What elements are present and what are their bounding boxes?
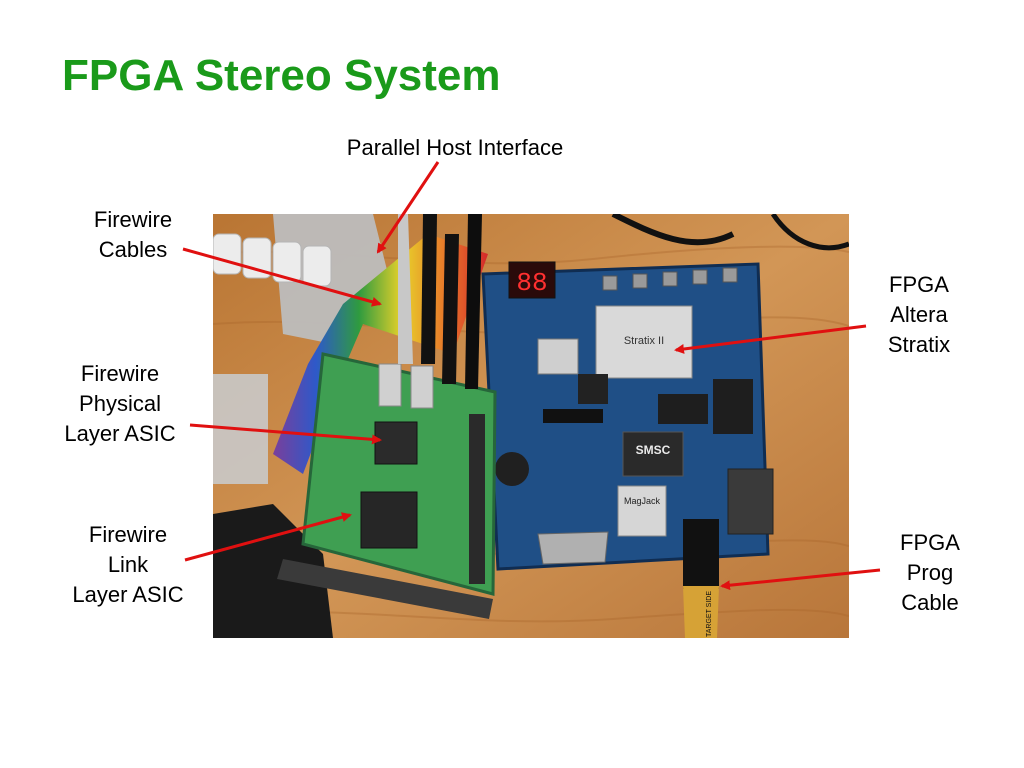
label-line: Firewire: [88, 522, 168, 547]
board-chip: [658, 394, 708, 424]
slide-title: FPGA Stereo System: [62, 51, 501, 100]
firewire-phy-chip: [374, 421, 418, 465]
label-line: Cables: [98, 237, 168, 262]
seven-segment-display: [508, 261, 556, 299]
magjack-connector: [617, 485, 667, 537]
label-line: Altera: [890, 302, 948, 327]
label-fpga-altera-stratix: FPGA Altera Stratix: [866, 270, 972, 360]
db9-connector: [537, 531, 609, 565]
label-fpga-prog-cable: FPGA Prog Cable: [878, 528, 982, 618]
label-line: Layer ASIC: [72, 582, 184, 607]
label-firewire-link-layer-asic: Firewire Link Layer ASIC: [58, 520, 198, 610]
firewire-daughter-board: [277, 352, 497, 619]
label-line: Prog: [906, 560, 954, 585]
label-line: Parallel Host Interface: [346, 135, 564, 160]
fpga-programming-cable: TARGET SIDE: [683, 519, 719, 638]
fpga-chip-label: Stratix II: [624, 335, 664, 347]
buzzer: [495, 452, 529, 486]
grey-ribbon-left: [213, 374, 268, 484]
firewire-link-chip: [360, 491, 418, 549]
label-firewire-physical-layer-asic: Firewire Physical Layer ASIC: [50, 359, 190, 449]
fpga-dev-board: 88 Stratix II SMSC MagJack: [481, 261, 774, 571]
label-line: Firewire: [80, 361, 160, 386]
label-line: Cable: [901, 590, 959, 615]
label-line: Firewire: [93, 207, 173, 232]
board-chip: [543, 409, 603, 423]
label-line: FPGA: [889, 272, 949, 297]
black-cable-right-2: [770, 214, 849, 251]
label-line: FPGA: [900, 530, 960, 555]
label-line: Layer ASIC: [64, 421, 176, 446]
header-pins: [469, 414, 485, 584]
board-chip: [713, 379, 753, 434]
smsc-chip-label: SMSC: [636, 443, 671, 457]
black-cable-right: [611, 214, 735, 246]
label-line: Physical: [79, 391, 161, 416]
magjack-label: MagJack: [624, 496, 661, 506]
hardware-photo: 88 Stratix II SMSC MagJack: [213, 214, 849, 638]
ribbon-connector: [277, 559, 493, 619]
firewire-ports: [378, 363, 434, 409]
smsc-chip: [622, 431, 684, 477]
push-buttons: [602, 267, 738, 291]
display-digits: 88: [516, 268, 547, 298]
label-parallel-host-interface: Parallel Host Interface: [322, 133, 588, 163]
label-line: Link: [107, 552, 149, 577]
db9-connector-right: [727, 468, 774, 535]
label-line: Stratix: [887, 332, 951, 357]
label-firewire-cables: Firewire Cables: [72, 205, 194, 265]
board-chip: [578, 374, 608, 404]
board-chip: [537, 338, 579, 375]
prog-cable-label: TARGET SIDE: [706, 591, 713, 637]
